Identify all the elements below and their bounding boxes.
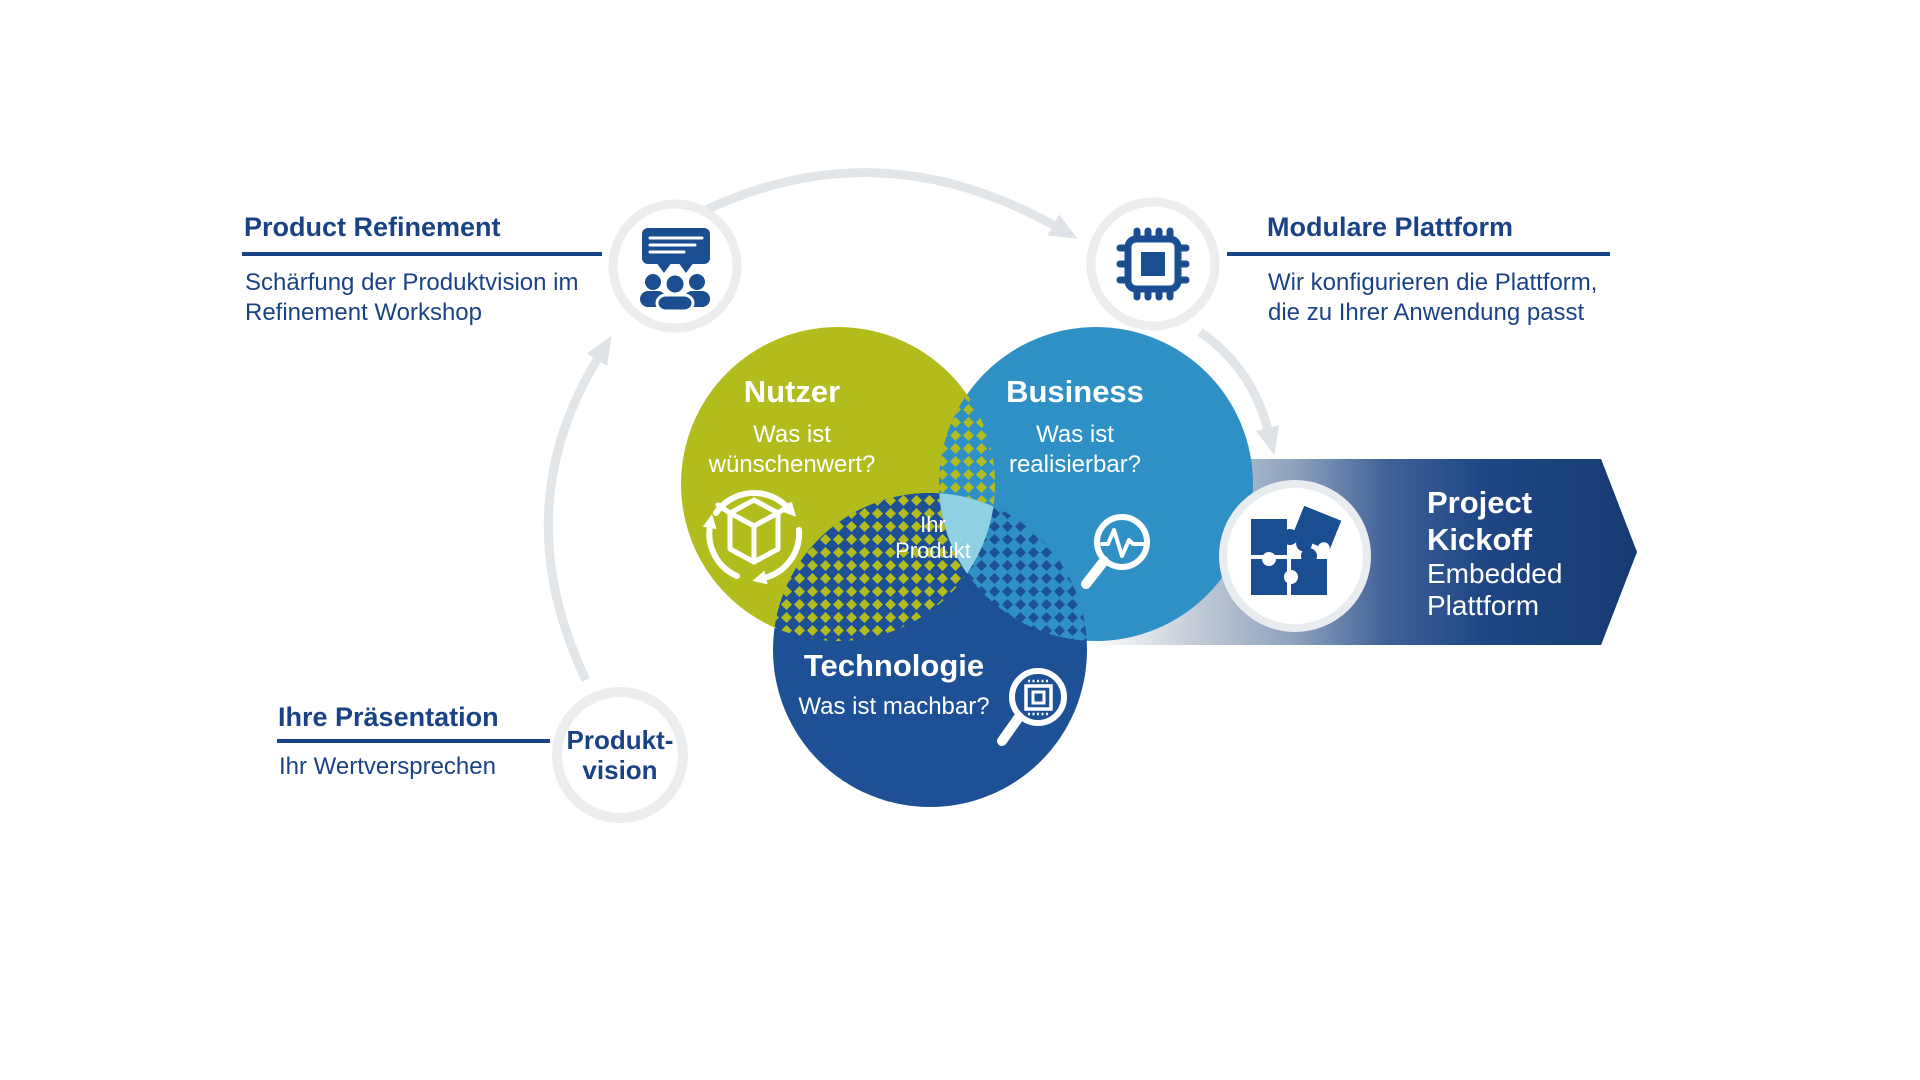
kickoff-text-block: Project Kickoff Embedded Plattform: [1427, 484, 1562, 622]
arrow-refinement-to-plattform: [704, 168, 1078, 239]
refinement-title: Product Refinement: [244, 212, 501, 242]
center-product-line1: Ihr: [920, 512, 946, 537]
magnifier-chip-icon: [997, 668, 1067, 746]
venn-diagram: [681, 327, 1253, 807]
refinement-desc-line1: Schärfung der Produktvision im: [245, 269, 579, 296]
center-product-line2: Produkt: [895, 538, 971, 563]
center-product-label: Ihr Produkt: [883, 512, 983, 564]
plattform-title: Modulare Plattform: [1267, 212, 1514, 242]
technologie-label: Technologie: [803, 648, 985, 683]
microchip-icon: [1116, 227, 1190, 301]
overlap-nutzer-technologie: [773, 493, 995, 641]
business-question-line1: Was ist: [1036, 421, 1114, 448]
praesentation-desc-line1: Ihr Wertversprechen: [279, 753, 496, 780]
produktvision-circle: Produkt- vision: [552, 687, 688, 823]
kickoff-sub-line1: Embedded: [1427, 558, 1563, 589]
process-arrows: [543, 168, 1280, 682]
praesentation-underline: [277, 739, 550, 743]
nutzer-question-line1: Was ist: [753, 421, 831, 448]
plattform-desc-line2: die zu Ihrer Anwendung passt: [1268, 299, 1585, 326]
refinement-underline: [242, 252, 602, 256]
produktvision-line2: vision: [582, 755, 658, 785]
magnifier-pulse-icon: [1081, 514, 1150, 589]
kickoff-title-line1: Project: [1427, 485, 1533, 520]
produktvision-line1: Produkt-: [566, 725, 674, 755]
kickoff-step-circle: [1219, 480, 1371, 632]
puzzle-pieces-icon: [1251, 505, 1342, 595]
plattform-underline: [1227, 252, 1610, 256]
nutzer-question-line2: wünschenwert?: [708, 451, 876, 478]
refinement-desc-line2: Refinement Workshop: [245, 299, 482, 326]
kickoff-sub-line2: Plattform: [1427, 590, 1540, 621]
nutzer-label: Nutzer: [743, 374, 841, 409]
arrow-vision-to-refinement: [543, 335, 612, 682]
praesentation-title: Ihre Präsentation: [278, 702, 499, 732]
plattform-step-circle: [1086, 197, 1220, 331]
technologie-question: Was ist machbar?: [798, 693, 990, 720]
overlap-business-technologie: [939, 493, 1087, 641]
business-question-line2: realisierbar?: [1008, 451, 1142, 478]
arrow-plattform-to-kickoff: [1197, 328, 1280, 456]
business-label: Business: [1006, 374, 1144, 409]
refinement-step-circle: [608, 199, 742, 333]
kickoff-title-line2: Kickoff: [1427, 522, 1533, 557]
plattform-desc-line1: Wir konfigurieren die Plattform,: [1268, 269, 1598, 296]
presentation-audience-icon: [640, 228, 710, 313]
package-cycle-icon: [702, 489, 803, 585]
